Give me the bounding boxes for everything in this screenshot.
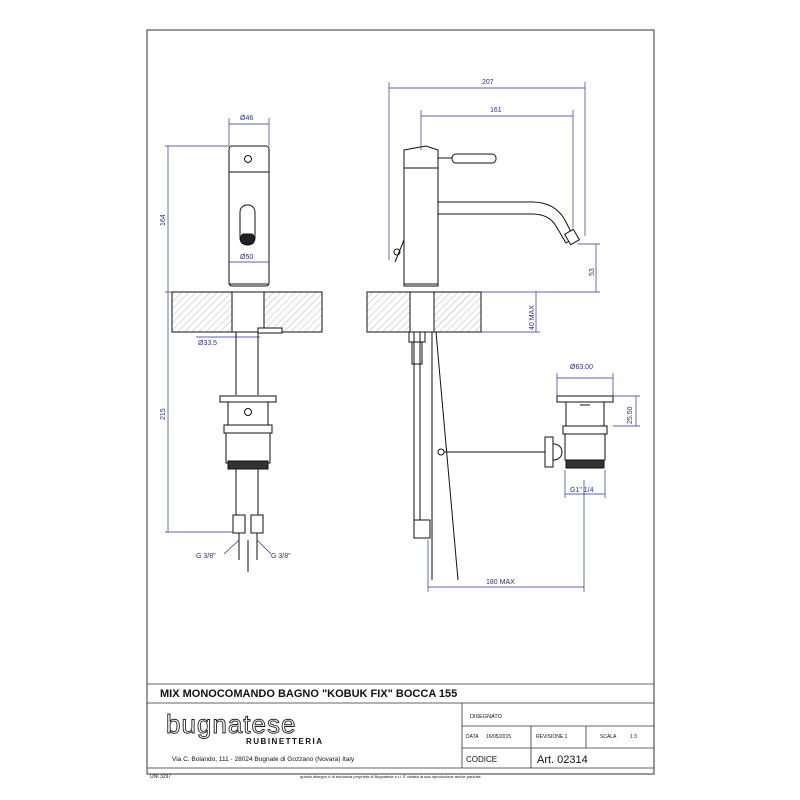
waste-thread [564,433,606,461]
side-view [366,145,581,581]
front-waste-thread [225,432,271,464]
data-label: DATA [466,734,479,740]
dim-d-body: Ø50 [240,254,253,261]
title-block [147,683,654,769]
brand-subtitle: RUBINETTERIA [246,737,324,746]
legal-notice: questo disegno è di esclusiva proprietà … [300,774,482,779]
front-fitting-left [232,514,246,534]
scala-value: 1:3 [630,734,637,740]
dim-h-total: 215 [160,408,167,420]
front-dimensions [165,118,272,555]
side-pull-knob [393,248,401,256]
dim-w-spout: 161 [490,107,502,114]
dim-g-waste: G1" 1/4 [570,487,594,494]
side-lever [403,145,439,169]
dim-h-waste: 25.50 [627,406,634,424]
data-value: 16/05/2015 [486,734,511,740]
front-body [228,145,270,287]
revisione-label: REVISIONE 1 [536,734,568,740]
front-cap-dot [244,155,252,163]
front-waste-dot [244,408,252,416]
dim-thick: 40 MAX [529,305,536,330]
company-address: Via C. Bolando, 111 - 28024 Bugnate di G… [172,756,355,763]
scala-label: SCALA [600,734,617,740]
side-handle [451,153,497,164]
brand-logo: bugnatese [166,709,296,739]
dim-d-hole: Ø33.5 [198,340,217,347]
waste-detail [544,395,614,469]
dim-w-total: 207 [482,79,494,86]
side-body [403,149,439,287]
front-outlet-slot [239,204,256,246]
side-rod-clip [437,448,445,456]
dim-d-waste: Ø63.00 [570,364,593,371]
front-waste-flange [219,395,277,403]
side-fitting [413,519,431,539]
codice-label: CODICE [466,755,497,764]
disegnato-label: DISEGNATO [470,714,503,720]
side-dimensions [388,82,600,592]
side-spout [437,201,575,244]
front-view [171,145,323,572]
waste-flange [556,395,614,403]
dim-d-top: Ø46 [240,115,253,122]
dim-g-right: G 3/8" [271,553,291,560]
codice-value: Art. 02314 [537,754,588,766]
dim-h-spout: 53 [589,268,596,276]
dim-g-left: G 3/8" [196,553,216,560]
drawing-frame [146,29,655,775]
dim-h-body: 164 [160,214,167,226]
drawing-title: MIX MONOCOMANDO BAGNO "KOBUK FIX" BOCCA … [160,688,457,700]
norm-label: UNI 3297 [150,774,171,780]
dim-rod: 180 MAX [486,579,515,586]
waste-dimensions [556,373,640,498]
front-fitting-right [250,514,264,534]
